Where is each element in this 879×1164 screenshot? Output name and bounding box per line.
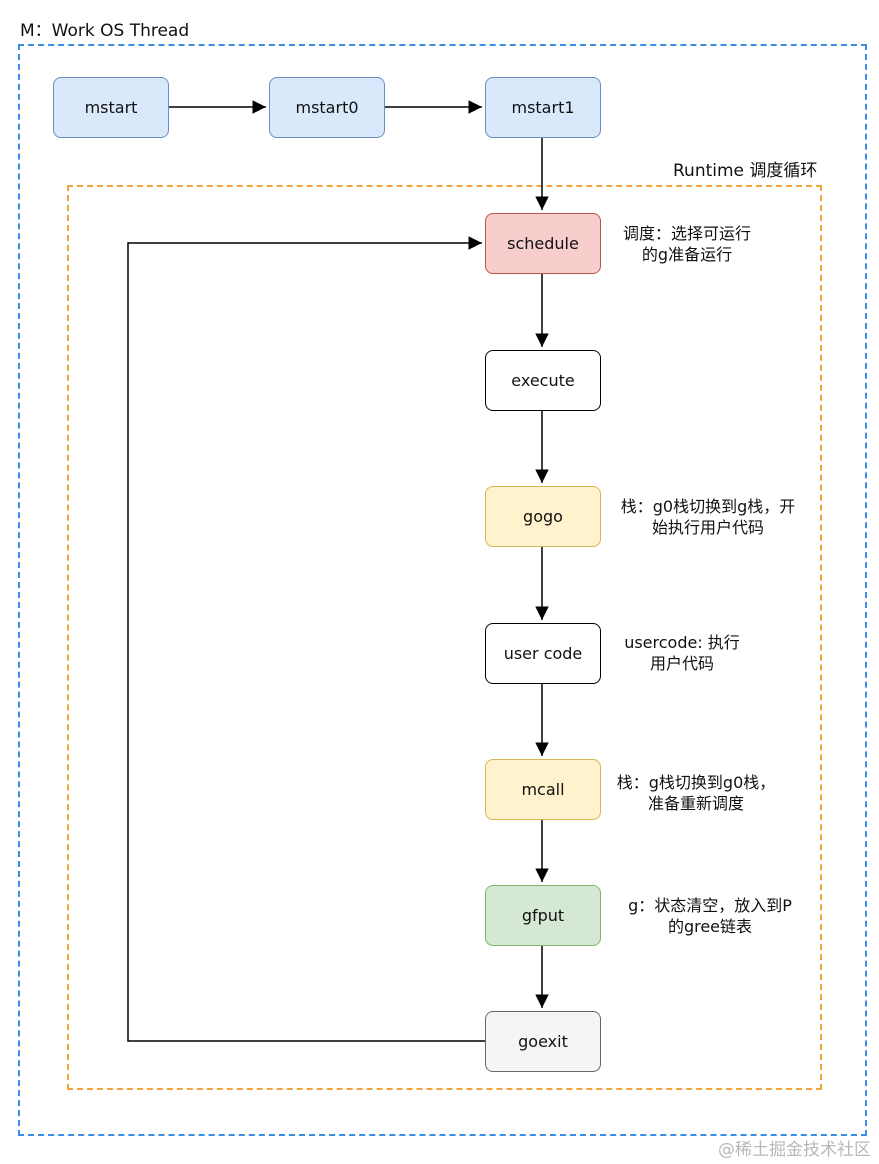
goexit-node: goexit — [485, 1011, 601, 1072]
usercode-note-line-2: 用户代码 — [649, 654, 714, 673]
runtime-loop-frame — [67, 185, 822, 1090]
gfput-note: g：状态清空，放入到P 的gree链表 — [610, 895, 810, 937]
gfput-note-line-2: 的gree链表 — [667, 917, 753, 936]
usercode-note-line-1: usercode: 执行 — [624, 633, 740, 652]
mcall-node: mcall — [485, 759, 601, 820]
outer-thread-frame — [18, 44, 867, 1136]
schedule-node: schedule — [485, 213, 601, 274]
outer-frame-title: M：Work OS Thread — [20, 21, 190, 41]
runtime-loop-title: Runtime 调度循环 — [673, 161, 818, 181]
arrow-goexit-loop-to-schedule — [127, 236, 485, 1042]
watermark: @稀土掘金技术社区 — [718, 1140, 871, 1160]
mstart-node: mstart — [53, 77, 169, 138]
mcall-note-line-2: 准备重新调度 — [647, 794, 744, 813]
schedule-note-line-2: 的g准备运行 — [641, 245, 733, 264]
gogo-note-line-1: 栈：g0栈切换到g栈，开 — [620, 497, 796, 516]
gfput-node: gfput — [485, 885, 601, 946]
user-code-node: user code — [485, 623, 601, 684]
mstart1-node: mstart1 — [485, 77, 601, 138]
execute-node: execute — [485, 350, 601, 411]
mcall-note-line-1: 栈：g栈切换到g0栈， — [616, 773, 776, 792]
schedule-note: 调度：选择可运行 的g准备运行 — [612, 223, 762, 265]
mcall-note: 栈：g栈切换到g0栈， 准备重新调度 — [606, 772, 786, 814]
gogo-note: 栈：g0栈切换到g栈，开 始执行用户代码 — [608, 496, 808, 538]
usercode-note: usercode: 执行 用户代码 — [612, 632, 752, 674]
schedule-note-line-1: 调度：选择可运行 — [622, 224, 751, 243]
gfput-note-line-1: g：状态清空，放入到P — [628, 896, 792, 915]
gogo-note-line-2: 始执行用户代码 — [651, 518, 764, 537]
mstart0-node: mstart0 — [269, 77, 385, 138]
gogo-node: gogo — [485, 486, 601, 547]
